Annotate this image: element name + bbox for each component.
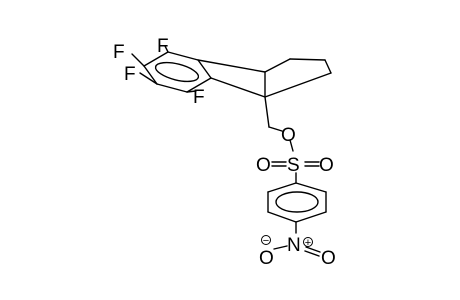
bond-n-o-left bbox=[273, 245, 288, 250]
atom-sulfur: S bbox=[287, 155, 300, 176]
bond-bridge-carbon bbox=[264, 96, 270, 128]
atom-fluorine-1: F bbox=[113, 42, 125, 63]
bicyclic-skeleton bbox=[197, 58, 332, 132]
bond-o-s bbox=[289, 139, 294, 152]
bond-benzo-2 bbox=[197, 59, 212, 79]
bond-aryl-4 bbox=[267, 211, 297, 223]
atom-fluorine-4: F bbox=[193, 87, 205, 108]
bond-c-f-top bbox=[164, 45, 169, 53]
charge-minus-oxygen: − bbox=[263, 235, 269, 247]
charge-plus-nitrogen: + bbox=[305, 237, 311, 249]
benzo-ring bbox=[143, 51, 212, 93]
bond-benzo-5 bbox=[143, 65, 158, 85]
aromatic-circle-aryl bbox=[275, 191, 319, 213]
atom-oxygen-nitro-left: O bbox=[259, 248, 274, 269]
bond-chain-1 bbox=[264, 58, 291, 73]
aromatic-circle-benzo bbox=[154, 61, 200, 83]
bond-chain-4 bbox=[264, 72, 332, 98]
bond-c-f-bottom bbox=[186, 90, 197, 93]
charge-circle-nitrogen bbox=[303, 237, 313, 247]
atom-oxygen-sulfonyl-left: O bbox=[256, 155, 271, 176]
bond-c-f-left bbox=[139, 72, 158, 85]
bond-c-o-ester bbox=[268, 126, 283, 132]
bond-n-o-right-a bbox=[305, 246, 321, 253]
atom-fluorine-3: F bbox=[124, 64, 136, 85]
bond-benzo-4 bbox=[156, 83, 188, 93]
bond-aryl-1 bbox=[295, 182, 327, 193]
bond-c-f-upper-left bbox=[131, 53, 145, 67]
bond-aryl-3 bbox=[295, 211, 327, 223]
bond-bridgehead-2 bbox=[210, 77, 266, 98]
bond-chain-3 bbox=[324, 59, 332, 74]
charge-circle-oxygen bbox=[261, 235, 271, 245]
atom-nitrogen: N bbox=[287, 235, 301, 256]
nitrophenyl-ring bbox=[267, 182, 327, 223]
bond-benzo-3 bbox=[186, 77, 212, 93]
bond-benzo-6 bbox=[143, 51, 169, 67]
bond-chain-2 bbox=[289, 58, 326, 61]
bond-benzo-1 bbox=[167, 51, 199, 61]
atom-oxygen-nitro-right: O bbox=[321, 248, 336, 269]
bond-n-o-right-b bbox=[304, 250, 320, 257]
atom-fluorine-2: F bbox=[157, 36, 169, 57]
atom-oxygen-sulfonyl-right: O bbox=[319, 155, 334, 176]
bond-aryl-6 bbox=[267, 182, 297, 193]
atom-oxygen-ester: O bbox=[281, 125, 296, 146]
bond-bridgehead-1 bbox=[197, 59, 266, 73]
